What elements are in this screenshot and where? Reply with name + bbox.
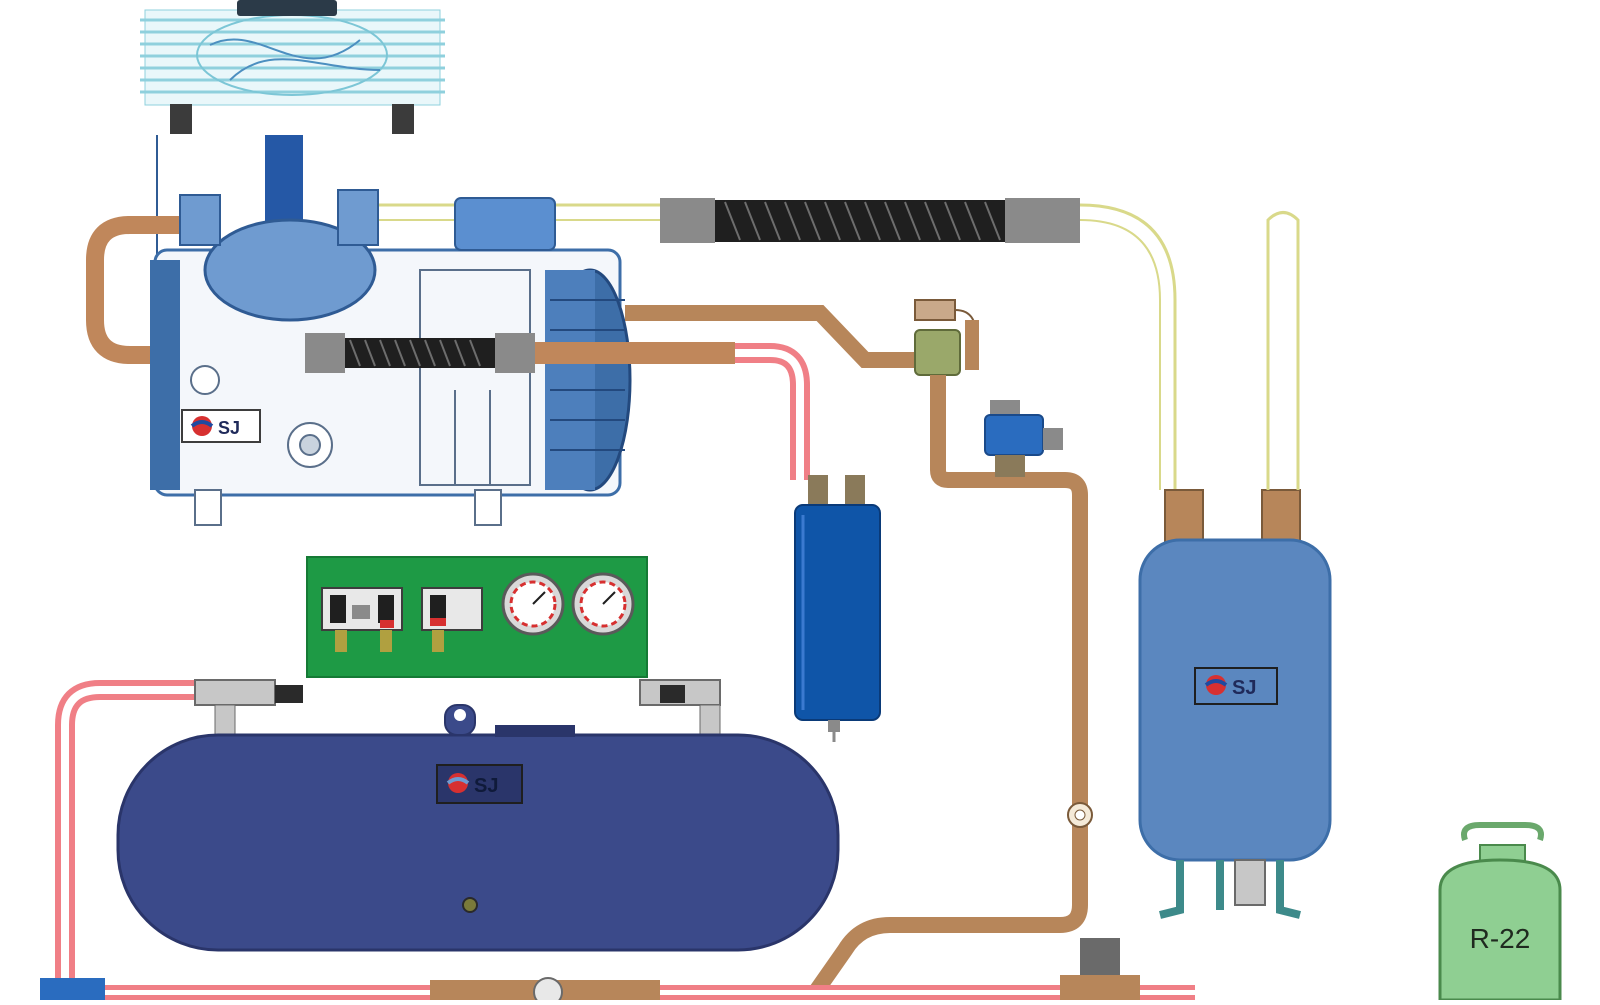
service-valve <box>337 189 379 246</box>
pressure-switch <box>321 587 403 652</box>
vibration-eliminator-top <box>660 198 1080 243</box>
sight-glass-oil <box>190 365 220 395</box>
compressor-shaft <box>265 135 303 235</box>
bottom-header <box>40 938 1195 1005</box>
receiver-body <box>116 733 840 952</box>
suction-line <box>625 305 930 368</box>
expansion-valve <box>914 299 979 376</box>
hose-fitting <box>1005 198 1080 243</box>
suction-loop <box>86 216 330 364</box>
drain-plug <box>462 897 478 913</box>
compressor-logo: SJ <box>181 409 261 443</box>
liquid-line-inner <box>360 219 1161 490</box>
terminal-box <box>454 197 556 251</box>
vibration-eliminator-mid <box>305 333 535 373</box>
fan-blade <box>209 38 361 60</box>
condenser <box>140 0 445 260</box>
condenser-mount-left <box>170 104 192 134</box>
accumulator-logo: SJ <box>1194 667 1278 705</box>
discharge-pipe <box>535 342 735 364</box>
solenoid-coil <box>984 414 1044 456</box>
compressor-foot <box>474 489 502 526</box>
pressure-gauge <box>501 572 565 636</box>
cylinder-handle <box>1461 822 1544 841</box>
valve-bulb <box>914 299 956 321</box>
fan-blade <box>229 58 381 81</box>
compressor-foot <box>194 489 222 526</box>
condenser-mount-right <box>392 104 414 134</box>
fan-motor <box>237 0 337 16</box>
compressor-side <box>150 260 180 490</box>
liquid-line <box>360 203 1177 490</box>
pressure-gauge <box>571 572 635 636</box>
liquid-line-copper <box>803 375 1088 1005</box>
compressor-head <box>203 218 377 322</box>
header-valve <box>1080 938 1120 978</box>
crankcase-detail <box>419 269 531 486</box>
header-valve <box>40 978 105 1000</box>
hose-fitting <box>660 198 715 243</box>
logo-text: SJ <box>1232 677 1256 699</box>
cylinder-label: R-22 <box>1470 923 1531 954</box>
braided-hose <box>715 200 1005 242</box>
cylinder-body <box>1438 858 1562 1002</box>
motor-housing <box>545 270 595 490</box>
receiver-valve <box>194 679 276 706</box>
valve-body <box>914 329 961 376</box>
service-valve <box>179 194 221 246</box>
sight-glass <box>533 977 563 1005</box>
compressor: SJ <box>150 135 632 526</box>
control-panel <box>306 556 648 678</box>
hot-gas-line <box>735 343 810 480</box>
drier-body <box>794 504 881 721</box>
oil-pressure-switch <box>421 587 483 652</box>
filter-drier <box>794 475 881 742</box>
accumulator: SJ <box>1138 211 1332 919</box>
sight-glass <box>1067 802 1093 828</box>
condenser-fins <box>140 18 445 94</box>
receiver-logo: SJ <box>436 764 523 804</box>
capillary <box>965 320 979 370</box>
receiver: SJ <box>116 679 840 952</box>
logo-text: SJ <box>218 418 240 438</box>
logo-text: SJ <box>474 775 498 797</box>
solenoid-valve <box>984 400 1063 477</box>
refrigerant-cylinder: R-22 <box>1438 822 1562 1002</box>
